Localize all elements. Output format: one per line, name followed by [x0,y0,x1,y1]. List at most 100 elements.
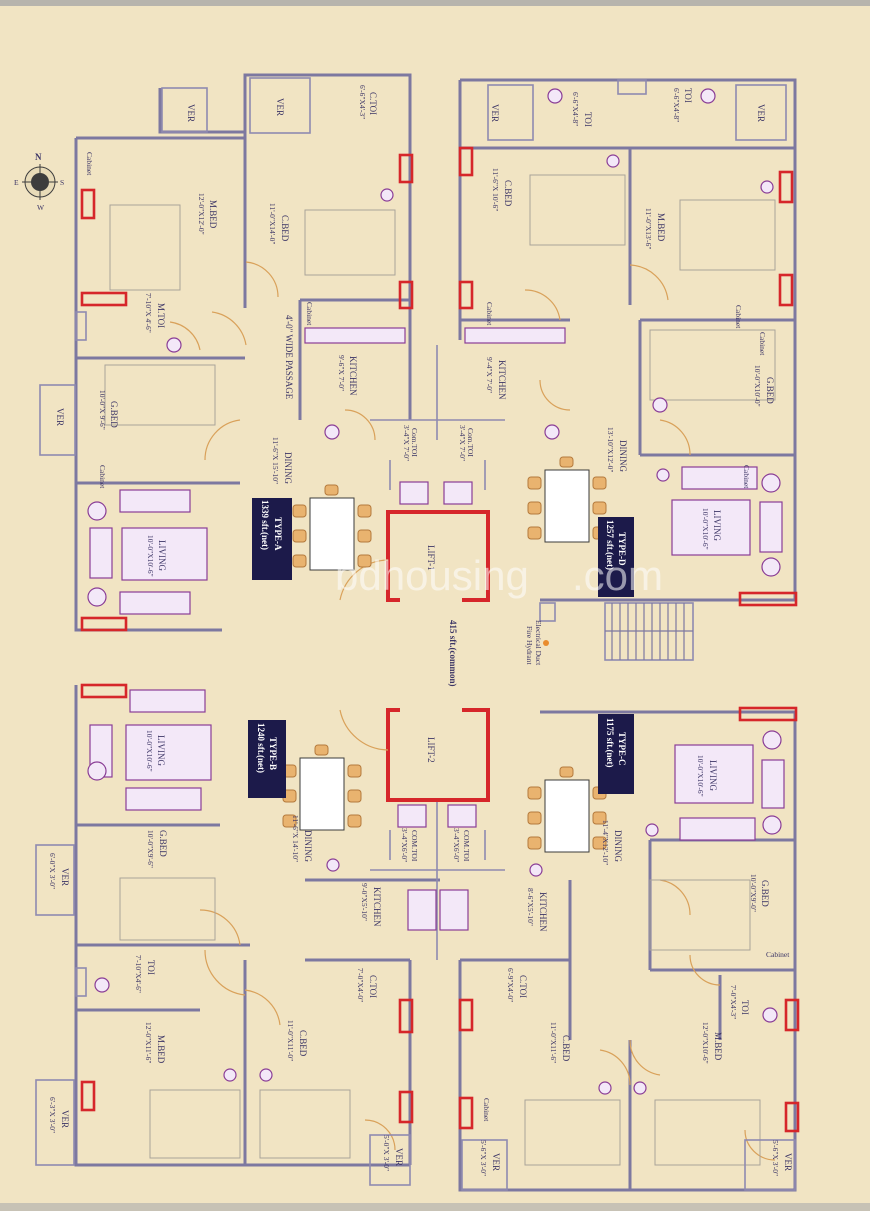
windows [80,146,800,1133]
type-d-toi-1: TOI [583,112,593,127]
type-a-mtoi: M.TOI [156,303,166,328]
type-d-kitchen: KITCHEN [497,360,507,400]
furniture [75,79,785,1166]
type-a-ver-1: VER [186,104,196,122]
unit-type-d: VER VER TOI 6'-6"X4'-8" TOI 6'-6"X4'-8" … [458,88,775,597]
type-b-toi-dim: 7'-10"X4'-6" [134,955,143,993]
type-a-badge-area: 1339 sft.(net) [260,500,270,550]
type-c-toi: TOI [740,1000,750,1015]
walls [74,73,797,1192]
type-d-dining: DINING [618,440,628,472]
type-b-ver-3-dim: 5'-0"X 3'-0" [382,1135,391,1171]
type-b-dining: DINING [303,830,313,862]
lift-1: LIFT-1 [386,510,490,602]
type-b-gbed-dim: 10'-0"X9'-6" [146,830,155,868]
type-b-badge-type: TYPE-B [268,737,278,770]
type-a-cbed: C.BED [280,215,290,242]
type-c-comtoi-dim: 3'-4"X6'-0" [452,828,461,862]
type-a-cabinet-2: Cabinet [305,302,314,326]
type-b-comtoi: COM.TOI [410,830,419,862]
type-b-kitchen-dim: 9'-0"X5'-10" [360,883,369,921]
type-c-kitchen: KITCHEN [538,892,548,932]
type-c-badge-area: 1175 sft.(net) [605,718,615,768]
type-a-ver-3: VER [55,408,65,426]
type-d-badge [598,517,634,597]
type-d-toi-2: TOI [683,88,693,103]
unit-type-a: VER VER VER C.TOI 6'-6"X4'-3" Cabinet M.… [55,85,419,580]
type-b-mbed-dim: 12'-0"X11'-6" [144,1022,153,1063]
type-b-living-dim: 10'-0"X10'-6" [145,730,154,772]
type-c-mbed-dim: 12'-0"X10'-6" [701,1022,710,1064]
type-b-badge-area: 1240 sft.(net) [256,723,266,773]
type-d-gbed-dim: 10'-0"X10'-0" [753,365,762,407]
compass-west: W [37,203,45,212]
type-b-toi: TOI [146,960,156,975]
electrical-duct-label: Electrical Duct [534,620,543,666]
type-d-comtoi-dim: 3'-4"X 7'-0" [458,425,467,461]
type-a-living-dim: 10'-0"X10'-6" [146,535,155,577]
type-d-cabinet-3: Cabinet [758,332,767,356]
type-b-ver-1-dim: 6'-0"X 3'-0" [48,853,57,889]
type-b-ctoi: C.TOI [368,975,378,998]
type-b-living: LIVING [156,735,166,766]
lift-1-label: LIFT-1 [426,545,436,571]
type-a-comtoi-dim: 3'-4"X 7'-0" [402,425,411,461]
type-b-gbed: G.BED [158,830,168,857]
type-c-toi-dim: 7'-0"X4'-3" [729,985,738,1019]
type-a-badge [252,498,292,580]
compass-icon: N S E W [14,152,64,212]
unit-type-c: TYPE-C 1175 sft.(net) LIVING 10'-0"X10'-… [452,714,793,1176]
type-c-badge-type: TYPE-C [617,732,627,766]
type-a-mbed-dim: 12'-0"X12'-0" [197,193,206,235]
type-d-dining-dim: 13'-10"X12'-0" [606,427,615,473]
type-c-cabinet-2: Cabinet [482,1098,491,1122]
type-a-ctoi: C.TOI [368,92,378,115]
type-d-kitchen-dim: 9'-4"X 7'-0" [485,357,494,393]
type-a-cabinet-3: Cabinet [98,465,107,489]
type-a-ctoi-dim: 6'-6"X4'-3" [358,85,367,119]
top-border [0,0,870,6]
type-d-badge-type: TYPE-D [617,532,627,566]
watermark-suffix: .com [572,552,663,599]
common-area-label: 415 sft.(common) [448,620,458,687]
type-c-gbed: G.BED [760,880,770,907]
type-b-ver-3: VER [394,1148,404,1166]
watermark-text: bdhousing [335,552,529,599]
type-d-badge-area: 1257 sft.(net) [605,520,615,570]
compass-north: N [35,152,42,162]
type-c-kitchen-dim: 8'-6"X5'-10" [526,888,535,926]
type-b-kitchen: KITCHEN [372,887,382,927]
type-c-ver-2: VER [783,1153,793,1171]
type-a-gbed: G.BED [109,401,119,428]
staircase [604,602,694,661]
bottom-border [0,1203,870,1211]
lift-2: LIFT-2 [386,708,490,802]
type-b-ver-2-dim: 6'-3"X 3'-0" [48,1097,57,1133]
type-a-badge-type: TYPE-A [273,517,283,551]
type-d-mbed: M.BED [656,213,666,242]
type-a-gbed-dim: 10'-0"X 9'-6" [98,390,107,430]
type-b-ver-2: VER [60,1110,70,1128]
type-c-living: LIVING [708,760,718,791]
type-c-cbed-dim: 11'-0"X11'-6" [549,1022,558,1063]
type-c-ctoi: C.TOI [518,975,528,998]
type-d-cabinet-1: Cabinet [485,302,494,326]
type-d-ver-2: VER [756,104,766,122]
unit-type-b: TYPE-B 1240 sft.(net) LIVING 10'-0"X10'-… [48,720,419,1171]
type-c-ver-2-dim: 5'-6"X 3'-0" [771,1140,780,1176]
type-a-cbed-dim: 11'-0"X14'-0" [268,203,277,244]
type-b-ver-1: VER [60,868,70,886]
type-a-ver-2: VER [275,98,285,116]
verandas [35,77,796,1191]
type-b-cbed: C.BED [298,1030,308,1057]
doors [169,261,776,1161]
type-d-cabinet-4: Cabinet [742,465,751,489]
type-c-badge [598,714,634,794]
type-c-comtoi: COM.TOI [462,830,471,862]
type-d-comtoi: Com.TOI [466,428,475,457]
type-a-mtoi-dim: 7'-10"X 4'-6" [144,293,153,333]
type-d-living: LIVING [712,510,722,541]
type-d-cbed: C.BED [503,180,513,207]
type-c-gbed-dim: 10'-0"X9'-0" [749,874,758,912]
type-c-ver-1-dim: 5'-6"X 3'-0" [479,1140,488,1176]
